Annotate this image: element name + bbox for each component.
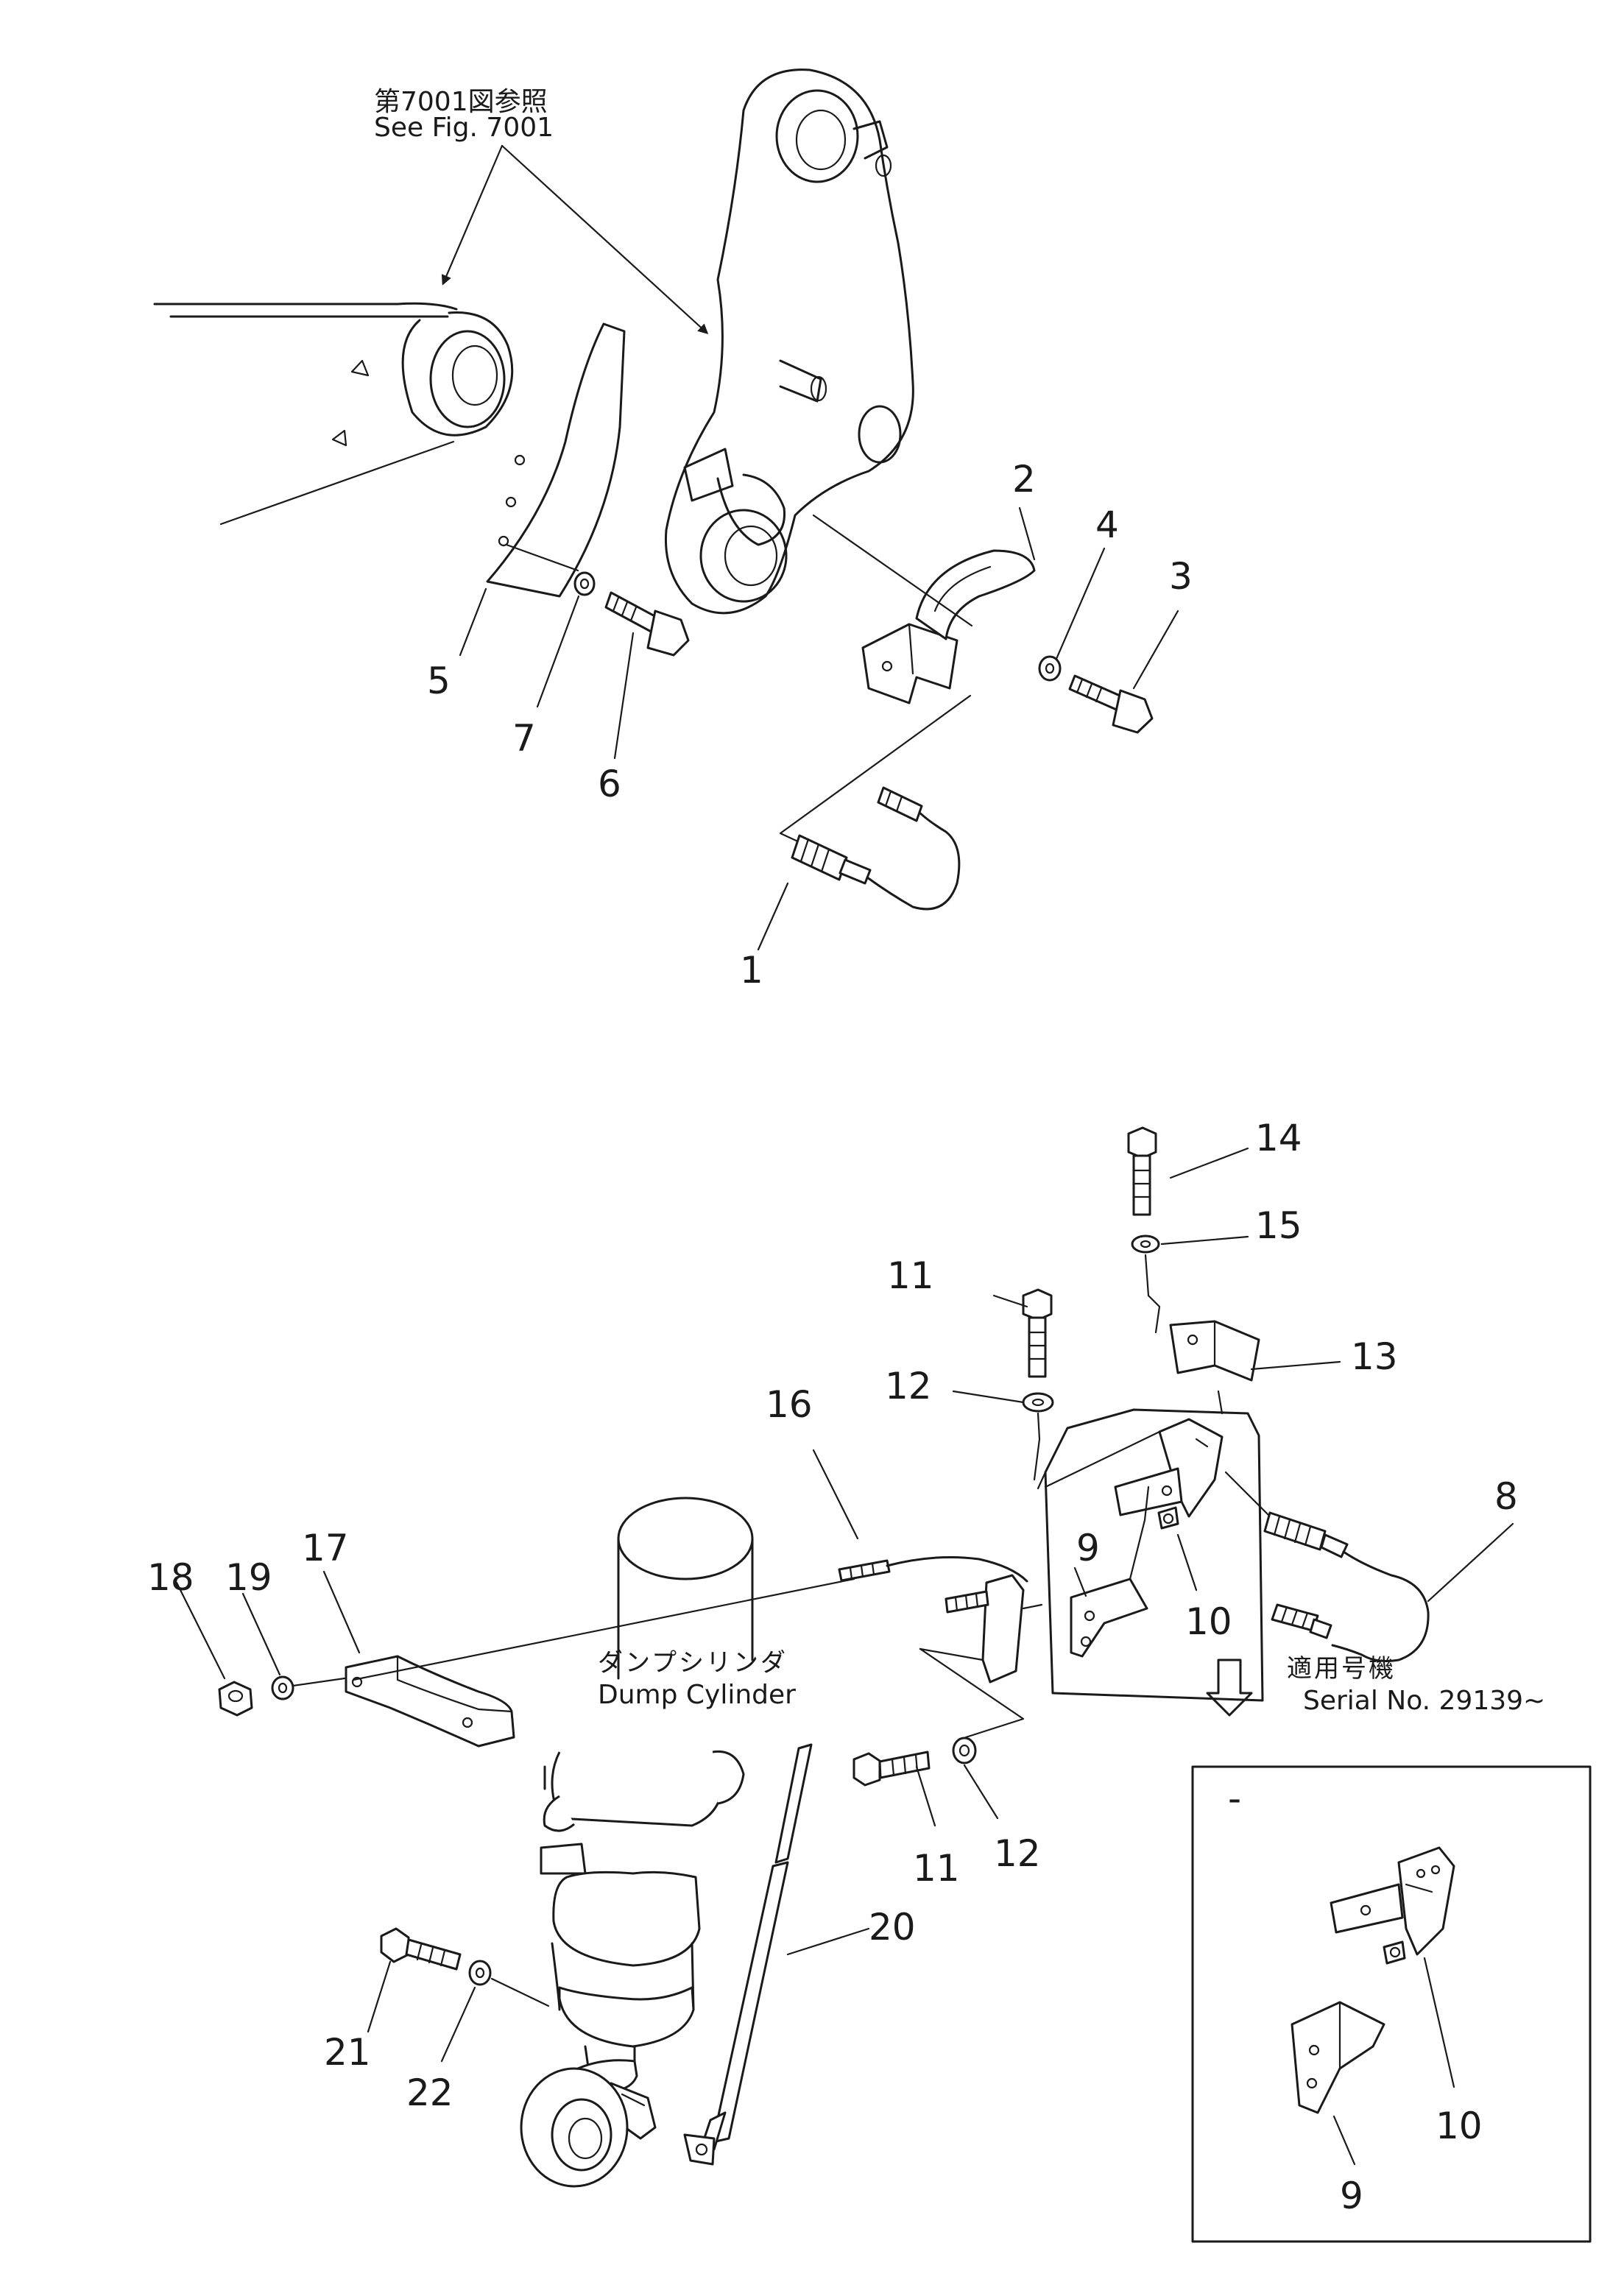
part-number-17: 17 — [302, 1527, 349, 1569]
part-11-bolt-lower — [852, 1751, 931, 1787]
dump-cylinder-label: ダンプシリンダ Dump Cylinder — [598, 1648, 796, 1710]
part-17-lever-plate — [345, 1578, 855, 1748]
part-number-15: 15 — [1255, 1204, 1302, 1247]
part-1-proximity-sensor — [779, 694, 972, 911]
dump-cylinder-label-jp: ダンプシリンダ — [598, 1648, 788, 1678]
part-11-bolt-upper — [1022, 1288, 1053, 1378]
part-12-washer-lower — [952, 1737, 977, 1765]
part-7-washer — [573, 571, 596, 596]
bottom-part-numbers: 14 15 11 13 12 16 8 17 19 18 9 10 11 12 … — [147, 1117, 1518, 2217]
reference-label-jp: 第7001図参照 — [374, 87, 548, 117]
part-14-bolt — [1127, 1126, 1157, 1216]
part-15-washer — [1131, 1234, 1161, 1334]
part-22-washer — [468, 1960, 550, 2007]
serial-note-jp: 適用号機 — [1287, 1654, 1396, 1684]
inset-part-10-bracket — [1330, 1846, 1455, 1965]
cylinder-bracket — [919, 1574, 1043, 1739]
part-number-10: 10 — [1185, 1600, 1232, 1643]
part-number-20: 20 — [869, 1906, 916, 1949]
dump-cylinder — [520, 1497, 754, 2188]
part-19-washer — [271, 1675, 346, 1700]
boom-end — [153, 302, 514, 526]
part-number-14: 14 — [1255, 1117, 1302, 1159]
inset-box: - — [1191, 1765, 1592, 2243]
part-number-11-upper: 11 — [887, 1254, 934, 1297]
inset-corner-mark: - — [1228, 1777, 1241, 1820]
part-number-2: 2 — [1012, 458, 1036, 501]
part-number-19: 19 — [225, 1556, 272, 1599]
part-number-12-upper: 12 — [885, 1365, 932, 1407]
part-8-sensor-cable — [1224, 1471, 1430, 1662]
part-9-bracket — [1070, 1486, 1150, 1658]
inset-part-number-9: 9 — [1340, 2175, 1363, 2217]
dump-cylinder-label-en: Dump Cylinder — [598, 1680, 796, 1710]
part-number-6: 6 — [598, 763, 621, 805]
serial-note-en: Serial No. 29139~ — [1303, 1686, 1545, 1716]
part-number-1: 1 — [740, 949, 763, 992]
reference-note: 第7001図参照 See Fig. 7001 — [374, 87, 554, 143]
part-number-8: 8 — [1494, 1475, 1518, 1518]
part-20-strip — [683, 1743, 813, 2166]
reference-arrows — [441, 144, 709, 335]
serial-note: 適用号機 Serial No. 29139~ — [1287, 1654, 1545, 1716]
part-3-bolt — [1068, 674, 1154, 734]
part-number-22: 22 — [406, 2071, 453, 2114]
part-number-3: 3 — [1169, 555, 1193, 598]
part-number-5: 5 — [427, 660, 451, 702]
part-18-nut — [218, 1681, 253, 1717]
part-4-washer — [1038, 655, 1062, 682]
part-number-18: 18 — [147, 1556, 194, 1599]
part-2-sensor-bracket — [812, 514, 1036, 704]
top-part-numbers: 2 4 3 5 7 6 1 — [427, 458, 1193, 992]
part-number-11-lower: 11 — [913, 1847, 960, 1890]
reference-label-en: See Fig. 7001 — [374, 113, 554, 143]
part-13-plate — [1169, 1320, 1260, 1415]
part-16-rod — [838, 1555, 1028, 1583]
part-number-7: 7 — [512, 717, 536, 760]
inset-arrow — [1206, 1658, 1253, 1717]
inset-part-9-bracket — [1291, 2001, 1385, 2114]
sensor-plate-assembly — [1037, 1408, 1264, 1702]
bottom-leader-lines — [175, 1147, 1514, 2063]
part-6-bolt — [604, 591, 690, 657]
top-leader-lines — [459, 506, 1179, 951]
part-number-16: 16 — [766, 1383, 813, 1426]
part-number-12-lower: 12 — [994, 1832, 1041, 1875]
part-number-9: 9 — [1076, 1527, 1100, 1569]
bell-crank — [664, 68, 914, 615]
part-number-4: 4 — [1095, 504, 1119, 546]
part-number-21: 21 — [324, 2031, 371, 2074]
part-21-bolt — [380, 1927, 462, 1971]
part-5-bracket-plate — [486, 322, 626, 598]
part-number-13: 13 — [1351, 1335, 1398, 1378]
inset-part-number-10: 10 — [1436, 2105, 1483, 2147]
